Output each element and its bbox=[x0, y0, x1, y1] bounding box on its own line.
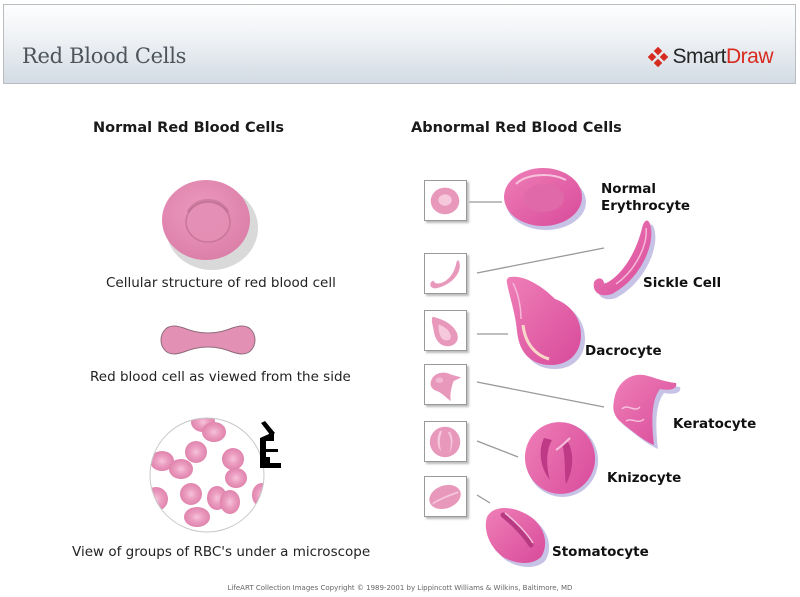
knizocyte-illustration bbox=[524, 422, 599, 497]
copyright-footer: LifeART Collection Images Copyright © 19… bbox=[227, 584, 573, 592]
thumb-knizocyte bbox=[424, 421, 467, 462]
caption-top-view: Cellular structure of red blood cell bbox=[106, 275, 336, 291]
caption-side-view: Red blood cell as viewed from the side bbox=[90, 369, 351, 385]
label-knizocyte: Knizocyte bbox=[607, 470, 682, 486]
rbc-top-view-illustration bbox=[162, 180, 258, 270]
stomatocyte-illustration bbox=[485, 508, 550, 567]
abnormal-section-title: Abnormal Red Blood Cells bbox=[411, 120, 622, 136]
smartdraw-diamond-logo-icon bbox=[648, 47, 669, 67]
normal-erythrocyte-illustration bbox=[504, 168, 586, 230]
microscope-view-illustration bbox=[149, 417, 265, 533]
label-normal-erythrocyte-line1: Normal bbox=[601, 181, 657, 197]
label-keratocyte: Keratocyte bbox=[673, 416, 757, 432]
thumb-stomatocyte bbox=[424, 476, 467, 517]
thumb-dacrocyte bbox=[424, 310, 467, 351]
label-stomatocyte: Stomatocyte bbox=[552, 544, 649, 560]
sickle-cell-illustration bbox=[593, 220, 656, 300]
microscope-icon bbox=[260, 421, 281, 468]
thumb-sickle-cell bbox=[424, 253, 467, 294]
thumb-keratocyte bbox=[424, 364, 467, 405]
logo-text-smart: Smart bbox=[672, 45, 726, 68]
label-dacrocyte: Dacrocyte bbox=[585, 343, 662, 359]
page-title: Red Blood Cells bbox=[22, 44, 187, 68]
label-sickle-cell: Sickle Cell bbox=[643, 275, 722, 291]
dacrocyte-illustration bbox=[506, 276, 585, 369]
rbc-side-view-illustration bbox=[160, 325, 256, 355]
thumb-normal-erythrocyte bbox=[424, 180, 467, 221]
normal-section-title: Normal Red Blood Cells bbox=[93, 120, 285, 136]
logo-text-draw: Draw bbox=[725, 45, 774, 68]
label-normal-erythrocyte-line2: Erythrocyte bbox=[601, 198, 691, 214]
label-normal-erythrocyte: Normal Erythrocyte bbox=[601, 181, 690, 215]
caption-microscope-view: View of groups of RBC's under a microsco… bbox=[72, 544, 371, 560]
keratocyte-illustration bbox=[613, 374, 681, 449]
